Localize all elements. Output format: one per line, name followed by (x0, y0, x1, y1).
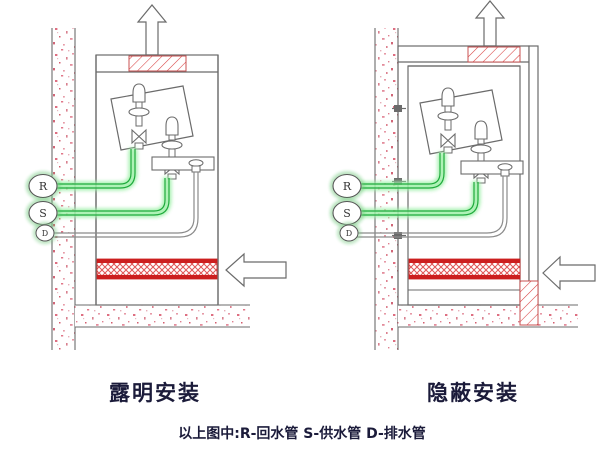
basin-fixture (460, 160, 524, 175)
basin-fixture (151, 156, 215, 171)
port-S[interactable]: S (27, 200, 59, 226)
bottom-intake-grille (96, 258, 218, 280)
port-R-label: R (39, 180, 48, 193)
valve-assembly-left (128, 83, 150, 150)
intake-arrow-left (225, 252, 287, 288)
port-D[interactable]: D (338, 223, 360, 243)
pipe-drain-D (44, 172, 199, 238)
wall-bracket[interactable] (392, 178, 406, 185)
port-R-label: R (343, 180, 352, 193)
side-intake-vent (519, 280, 539, 326)
caption-left: 露明安装 (109, 381, 201, 405)
port-R[interactable]: R (27, 173, 59, 199)
top-exhaust-grille (128, 55, 187, 72)
drain-fitting (497, 163, 513, 177)
drain-fitting (188, 159, 204, 173)
top-exhaust-grille (467, 46, 521, 63)
pipe-return-R (349, 153, 446, 190)
port-S[interactable]: S (331, 200, 363, 226)
pipe-drain-D (353, 176, 508, 238)
floor-slab (398, 304, 578, 328)
pipe-return-R (40, 149, 137, 190)
valve-assembly-left (437, 87, 459, 154)
water-heater-panel (419, 89, 503, 155)
bottom-intake-grille (408, 258, 521, 280)
port-D-label: D (346, 229, 352, 238)
wall-bracket[interactable] (392, 105, 406, 112)
cabinet-outline (75, 54, 219, 306)
floor-slab (75, 304, 250, 328)
pipe-supply-S (349, 182, 480, 217)
water-heater-panel (110, 85, 194, 151)
port-S-label: S (39, 207, 47, 220)
diagram-concealed: R S D (331, 0, 596, 350)
legend-line: 以上图中:R-回水管 S-供水管 D-排水管 (178, 425, 426, 442)
port-D[interactable]: D (34, 223, 56, 243)
intake-arrow-left (542, 255, 596, 291)
port-S-label: S (343, 207, 351, 220)
exhaust-arrow-up (136, 4, 168, 56)
exhaust-arrow-up (474, 0, 506, 47)
pipe-supply-S (40, 178, 171, 217)
port-R[interactable]: R (331, 173, 363, 199)
port-D-label: D (42, 229, 48, 238)
diagram-exposed: R S D (27, 4, 287, 350)
caption-right: 隐蔽安装 (427, 381, 519, 405)
wall-bracket[interactable] (392, 232, 406, 239)
